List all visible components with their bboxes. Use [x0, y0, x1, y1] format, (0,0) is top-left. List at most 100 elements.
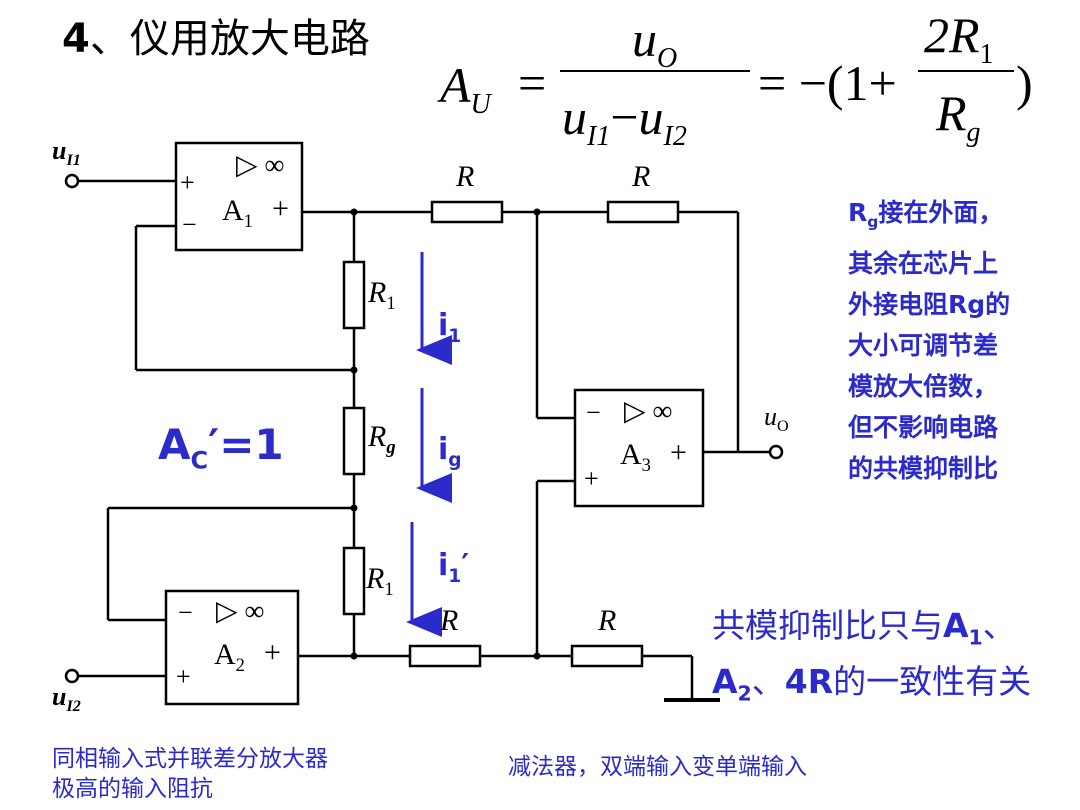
- note-line1-b: 接在外面，: [878, 198, 1004, 227]
- note-line6: 但不影响电路: [848, 413, 999, 442]
- amp3-out-plus: +: [670, 436, 687, 469]
- amp2-label: A: [214, 638, 236, 671]
- formula-frac2-den-sub: g: [966, 117, 981, 148]
- r-top-left-resistor: [430, 200, 504, 224]
- cmrr-line1-c: 、: [982, 606, 1016, 645]
- cmrr-line1-b: A: [943, 606, 969, 645]
- cmrr-line1-a: 共模抑制比只与: [712, 606, 943, 645]
- formula-fraction-bar: [560, 70, 750, 72]
- cmrr-line2-a: A: [712, 661, 738, 701]
- formula-lhs: A: [440, 57, 471, 113]
- note-line1-sub: g: [867, 213, 879, 231]
- amp3-minus: −: [586, 398, 601, 427]
- note-line3-b: Rg: [948, 290, 986, 319]
- formula-den-b-sub: I2: [663, 121, 687, 152]
- current-i1-label: i: [438, 308, 449, 343]
- note-line1-a: R: [848, 198, 868, 227]
- formula-den-a: u: [562, 89, 587, 145]
- output-terminal: [768, 444, 784, 460]
- r-top-right-resistor: [606, 200, 680, 224]
- slide-title: 4、仪用放大电路: [62, 6, 370, 64]
- rg-resistor: [342, 406, 366, 476]
- formula-lhs-sub: U: [470, 89, 491, 120]
- cmrr-line2-sub: 2: [737, 681, 752, 706]
- note-line3-a: 外接电阻: [848, 290, 949, 319]
- amp1-label-sub: 1: [243, 211, 253, 232]
- current-i1p-label-sub: 1: [448, 566, 462, 587]
- amp2-minus: −: [178, 598, 193, 627]
- formula-den-b: u: [638, 89, 664, 145]
- formula-fraction-bar-2: [918, 70, 1014, 72]
- formula-eq1: =: [518, 55, 547, 111]
- bottom-left-caption: 同相输入式并联差分放大器 极高的输入阻抗: [52, 744, 328, 804]
- current-i1p-label: i: [438, 548, 449, 583]
- current-ig-label-sub: g: [448, 450, 462, 471]
- formula-num: u: [632, 11, 657, 67]
- gain-formula: AU = uO uI1−uI2 = −(1+ 2R1 Rg ): [440, 7, 1040, 158]
- note-line3-c: 的: [985, 290, 1011, 319]
- note-line7: 的共模抑制比: [848, 454, 999, 483]
- cmrr-line2-d: 的一致性有关: [833, 661, 1032, 701]
- formula-frac2-num-sub: 1: [979, 39, 994, 70]
- common-mode-gain: AC′=1: [158, 420, 284, 474]
- r-top-left-label: R: [456, 160, 475, 193]
- current-i1p-prime: ′: [461, 548, 470, 583]
- amp3-label: A: [620, 438, 642, 471]
- amp1-label: A: [222, 194, 244, 227]
- amp1-out-plus: +: [272, 192, 289, 225]
- amp2-box: [164, 589, 300, 706]
- note-line2: 其余在芯片上: [848, 249, 999, 278]
- cmrr-line1-sub: 1: [968, 625, 983, 650]
- title-number: 4: [62, 16, 90, 62]
- bottom-center-caption: 减法器，双端输入变单端输入: [508, 754, 807, 780]
- formula-close: ): [1016, 55, 1033, 111]
- amp2-label-sub: 2: [235, 655, 245, 676]
- bottom-left-line2: 极高的输入阻抗: [52, 776, 213, 802]
- formula-frac2-num: 2R: [924, 7, 980, 63]
- amp1-minus: −: [182, 210, 197, 239]
- amp2-symbol: ▷ ∞: [216, 596, 265, 627]
- formula-den-minus: −: [610, 89, 639, 145]
- r-bottom-left-label: R: [440, 604, 459, 637]
- r-top-right-label: R: [632, 160, 651, 193]
- input2-terminal: [64, 668, 80, 684]
- amp3-label-sub: 3: [641, 455, 651, 476]
- cmrr-line2-c: 4R: [784, 661, 834, 701]
- current-i1-label-sub: 1: [448, 326, 462, 347]
- amp1-box: [174, 141, 304, 252]
- ac-label-sub: C: [190, 446, 209, 475]
- amp3-plus: +: [584, 464, 599, 493]
- rg-note: Rg接在外面， 其余在芯片上 外接电阻Rg的 大小可调节差 模放大倍数， 但不影…: [848, 192, 1068, 489]
- formula-num-sub: O: [657, 43, 678, 74]
- ac-label-rest: ′=1: [208, 420, 284, 469]
- note-line4: 大小可调节差: [848, 331, 999, 360]
- formula-eq2: = −(1+: [758, 55, 897, 111]
- r-bottom-right-resistor: [570, 644, 644, 668]
- title-text: 、仪用放大电路: [89, 16, 370, 62]
- r1-bottom-resistor: [342, 546, 366, 616]
- r1-bottom-label: R: [366, 562, 385, 595]
- cmrr-line2-b: 、: [751, 661, 785, 701]
- r1-top-resistor: [342, 260, 366, 330]
- r1-top-label-sub: 1: [386, 293, 396, 314]
- amp3-box: [573, 388, 705, 508]
- amp1-plus: +: [180, 168, 195, 197]
- input2-label: u: [52, 682, 67, 711]
- ac-label: A: [158, 420, 191, 469]
- input1-terminal: [64, 173, 80, 189]
- amp2-out-plus: +: [264, 636, 281, 669]
- r1-top-label: R: [368, 276, 387, 309]
- formula-frac2-den: R: [936, 85, 967, 141]
- cmrr-note: 共模抑制比只与A1、 A2、4R的一致性有关: [712, 604, 1078, 715]
- output-label: u: [764, 402, 777, 431]
- output-label-sub: O: [777, 418, 789, 436]
- amp1-symbol: ▷ ∞: [236, 150, 285, 181]
- rg-label: R: [368, 420, 387, 453]
- input1-label: u: [52, 136, 67, 165]
- input1-label-sub: I1: [66, 152, 81, 170]
- current-ig-label: i: [438, 432, 449, 467]
- amp2-plus: +: [176, 662, 191, 691]
- r-bottom-left-resistor: [408, 644, 482, 668]
- r1-bottom-label-sub: 1: [384, 579, 394, 600]
